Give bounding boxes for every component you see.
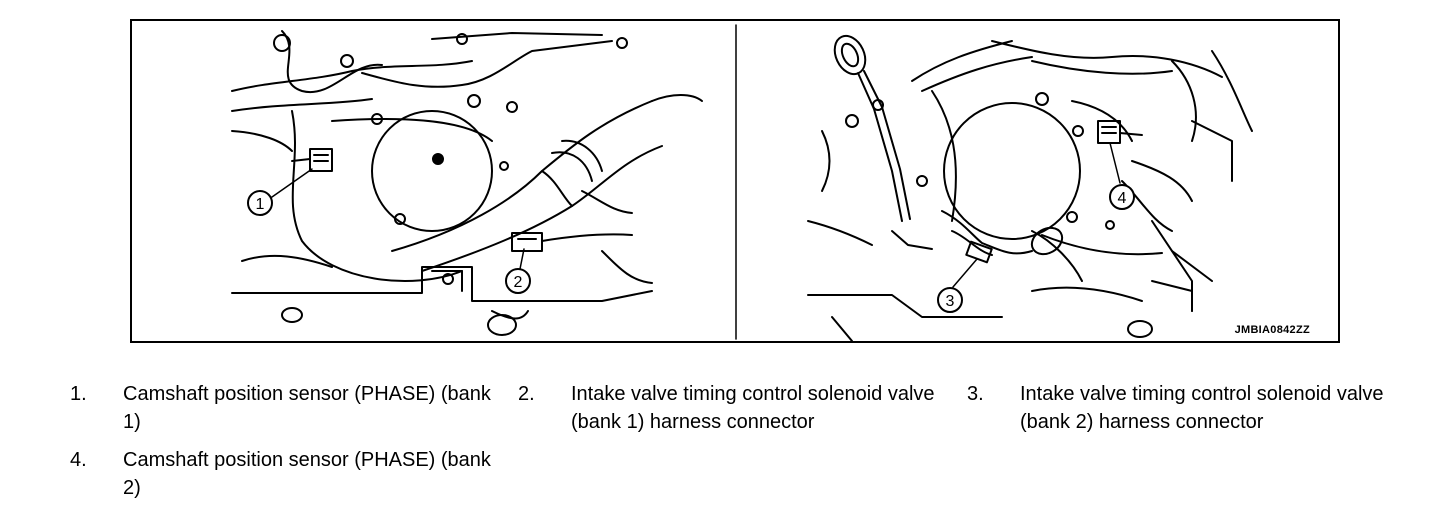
legend-text: Camshaft position sensor (PHASE) (bank 1… xyxy=(123,383,491,433)
legend-number: 3. xyxy=(967,383,984,405)
engine-line-drawing xyxy=(231,24,1253,341)
callout-markers-right xyxy=(952,142,1121,288)
legend-text: Camshaft position sensor (PHASE) (bank 2… xyxy=(123,449,491,499)
engine-diagram-frame: 1 2 3 4 JMBIA0842ZZ xyxy=(130,19,1340,343)
left-panel-drawing xyxy=(231,30,703,336)
legend-text: Intake valve timing control solenoid val… xyxy=(571,383,935,433)
legend-text: Intake valve timing control solenoid val… xyxy=(1020,383,1384,433)
figure-code: JMBIA0842ZZ xyxy=(1234,324,1310,336)
legend-number: 2. xyxy=(518,383,535,405)
callout-markers-left xyxy=(271,168,525,270)
legend-number: 4. xyxy=(70,449,87,471)
legend-number: 1. xyxy=(70,383,87,405)
